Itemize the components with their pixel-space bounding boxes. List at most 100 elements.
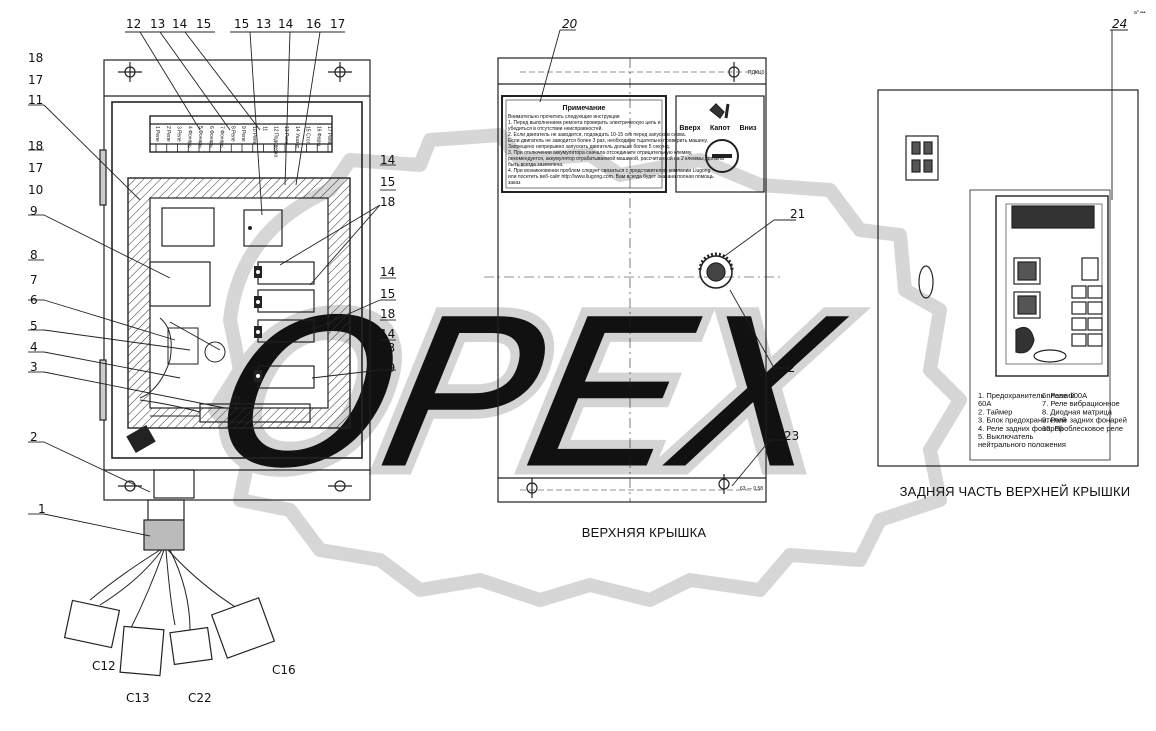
callout-r14a: 14 <box>380 153 395 167</box>
legend-item: 7. Реле вибрационное <box>1042 399 1120 408</box>
fuse-label: 3 Реле <box>176 126 182 142</box>
callout-13b: 13 <box>256 17 271 31</box>
switch-label-hood: Капот <box>710 125 731 132</box>
callout-8: 8 <box>30 248 38 262</box>
callout-4: 4 <box>30 340 38 354</box>
callout-r19: 19 <box>380 361 395 375</box>
callout-16: 16 <box>306 17 321 31</box>
connector-housings <box>63 597 276 677</box>
callout-21: 21 <box>790 207 805 221</box>
fuse-label: 7 Фонарь <box>219 126 225 148</box>
legend-item: 4. Реле задних фонарей <box>978 424 1063 433</box>
connector-labels: C12 C13 C22 C16 <box>92 659 296 705</box>
callout-15: 15 <box>196 17 211 31</box>
top-cover-back <box>877 89 1139 467</box>
callout-6: 6 <box>30 293 38 307</box>
callout-11: 11 <box>28 93 43 107</box>
callout-24: 24 <box>1112 17 1127 31</box>
legend-item: 5. Выключатель <box>978 432 1033 441</box>
note-line: убедиться в отсутствии неисправностей. <box>508 125 603 132</box>
callout-17b: 17 <box>28 161 43 175</box>
callout-1: 1 <box>38 502 46 516</box>
caption-top-cover: ВЕРХНЯЯ КРЫШКА <box>582 525 707 540</box>
callout-7: 7 <box>30 273 38 287</box>
note-line: 3. При отключении аккумулятора сначала о… <box>508 150 692 156</box>
connector-label-c12: C12 <box>92 659 116 673</box>
callout-2: 2 <box>30 430 38 444</box>
legend-item: 1. Предохранитель плавкий <box>978 391 1075 400</box>
fuse-label: 13 Реле <box>283 126 289 145</box>
note-line: быть всегда заземлена. <box>508 162 563 168</box>
note-line: Внимательно прочитать следующие инструкц… <box>508 114 620 120</box>
fuse-label: 8 Реле <box>229 126 235 142</box>
fuse-label: 17 Реле <box>326 126 332 145</box>
relay-terminals <box>248 226 262 382</box>
legend-item: 9. Реле задних фонарей <box>1042 416 1127 425</box>
callout-r18: 18 <box>380 195 395 209</box>
caption-top-cover-back: ЗАДНЯЯ ЧАСТЬ ВЕРХНЕЙ КРЫШКИ <box>900 484 1131 499</box>
note-plate: Примечание Внимательно прочитать следующ… <box>508 105 724 186</box>
callout-23: 23 <box>784 429 799 443</box>
callout-r15b: 15 <box>380 287 395 301</box>
callout-15b: 15 <box>234 17 249 31</box>
callout-18a: 18 <box>28 51 43 65</box>
connector-label-c13: C13 <box>126 691 150 705</box>
fuse-label: 4 Фонарь <box>186 126 192 148</box>
note-line: 4. При возникновении проблем следует свя… <box>508 168 711 174</box>
connector-cables <box>89 549 241 631</box>
connector-label-c22: C22 <box>188 691 212 705</box>
switch-panel-labels: Вверх Капот Вниз <box>679 125 757 132</box>
callout-18b: 18 <box>28 139 43 153</box>
legend-item: 10. Проблесковое реле <box>1042 424 1123 433</box>
callout-r15a: 15 <box>380 175 395 189</box>
fuse-label: 11 <box>262 126 268 131</box>
callout-14: 14 <box>172 17 187 31</box>
note-line: 2. Если двигатель не заводится, подождат… <box>508 132 686 138</box>
switch-label-up: Вверх <box>679 125 700 132</box>
note-line: рекомендуется, аккумулятор отрабатываемо… <box>508 155 724 162</box>
callout-r13: 13 <box>380 341 395 355</box>
legend-item: 6. Реле 100А <box>1042 391 1087 400</box>
note-title: Примечание <box>563 105 606 112</box>
fuse-label: 10 Реле <box>251 126 257 145</box>
fuse-label: 2 Реле <box>165 126 171 142</box>
watermark-text: OPEX <box>190 262 872 519</box>
note-line: заказ <box>508 180 521 186</box>
note-line: 1. Перед выполнением ремонта проверить э… <box>508 120 661 126</box>
note-line: или посетить веб-сайт http://www.liugong… <box>508 173 714 180</box>
callout-3: 3 <box>30 360 38 374</box>
callout-20: 20 <box>562 17 578 31</box>
note-line: Если двигатель не заводится более 3 раз,… <box>508 138 708 144</box>
top-cover <box>484 57 780 503</box>
watermark: OPEX <box>185 128 967 607</box>
top-cover-back-leader <box>1110 29 1128 200</box>
legend-item: нейтрального положения <box>978 440 1066 449</box>
callout-r14c: 14 <box>380 327 395 341</box>
callout-r18b: 18 <box>380 307 395 321</box>
fuse-label: 15 Стоп. <box>305 126 311 146</box>
callouts-middle: 20 21 22 23 <box>562 17 805 443</box>
note-lines: Внимательно прочитать следующие инструкц… <box>508 114 724 186</box>
callout-22: 22 <box>780 361 795 375</box>
callout-17: 17 <box>330 17 345 31</box>
fuse-label: 1 Реле <box>154 126 160 142</box>
fuse-label: 14 Указат. <box>294 126 300 149</box>
legend-item: 3. Блок предохранителей <box>978 416 1066 425</box>
fuse-label: 5 Фонарь <box>197 126 203 148</box>
top-cover-leaders <box>539 29 796 487</box>
stamp-text: ПДКЦ0 <box>748 70 765 76</box>
callout-r14b: 14 <box>380 265 395 279</box>
fuse-label: 16 Фары <box>315 126 321 146</box>
note-line: Запрещено непрерывно запускать двигатель… <box>508 144 670 150</box>
legend-item: 60А <box>978 399 991 408</box>
fuse-label: 12 Подсветка <box>272 126 278 157</box>
top-right-mark: a° ••• <box>1134 10 1146 16</box>
callout-17a: 17 <box>28 73 43 87</box>
callout-10: 10 <box>28 183 43 197</box>
